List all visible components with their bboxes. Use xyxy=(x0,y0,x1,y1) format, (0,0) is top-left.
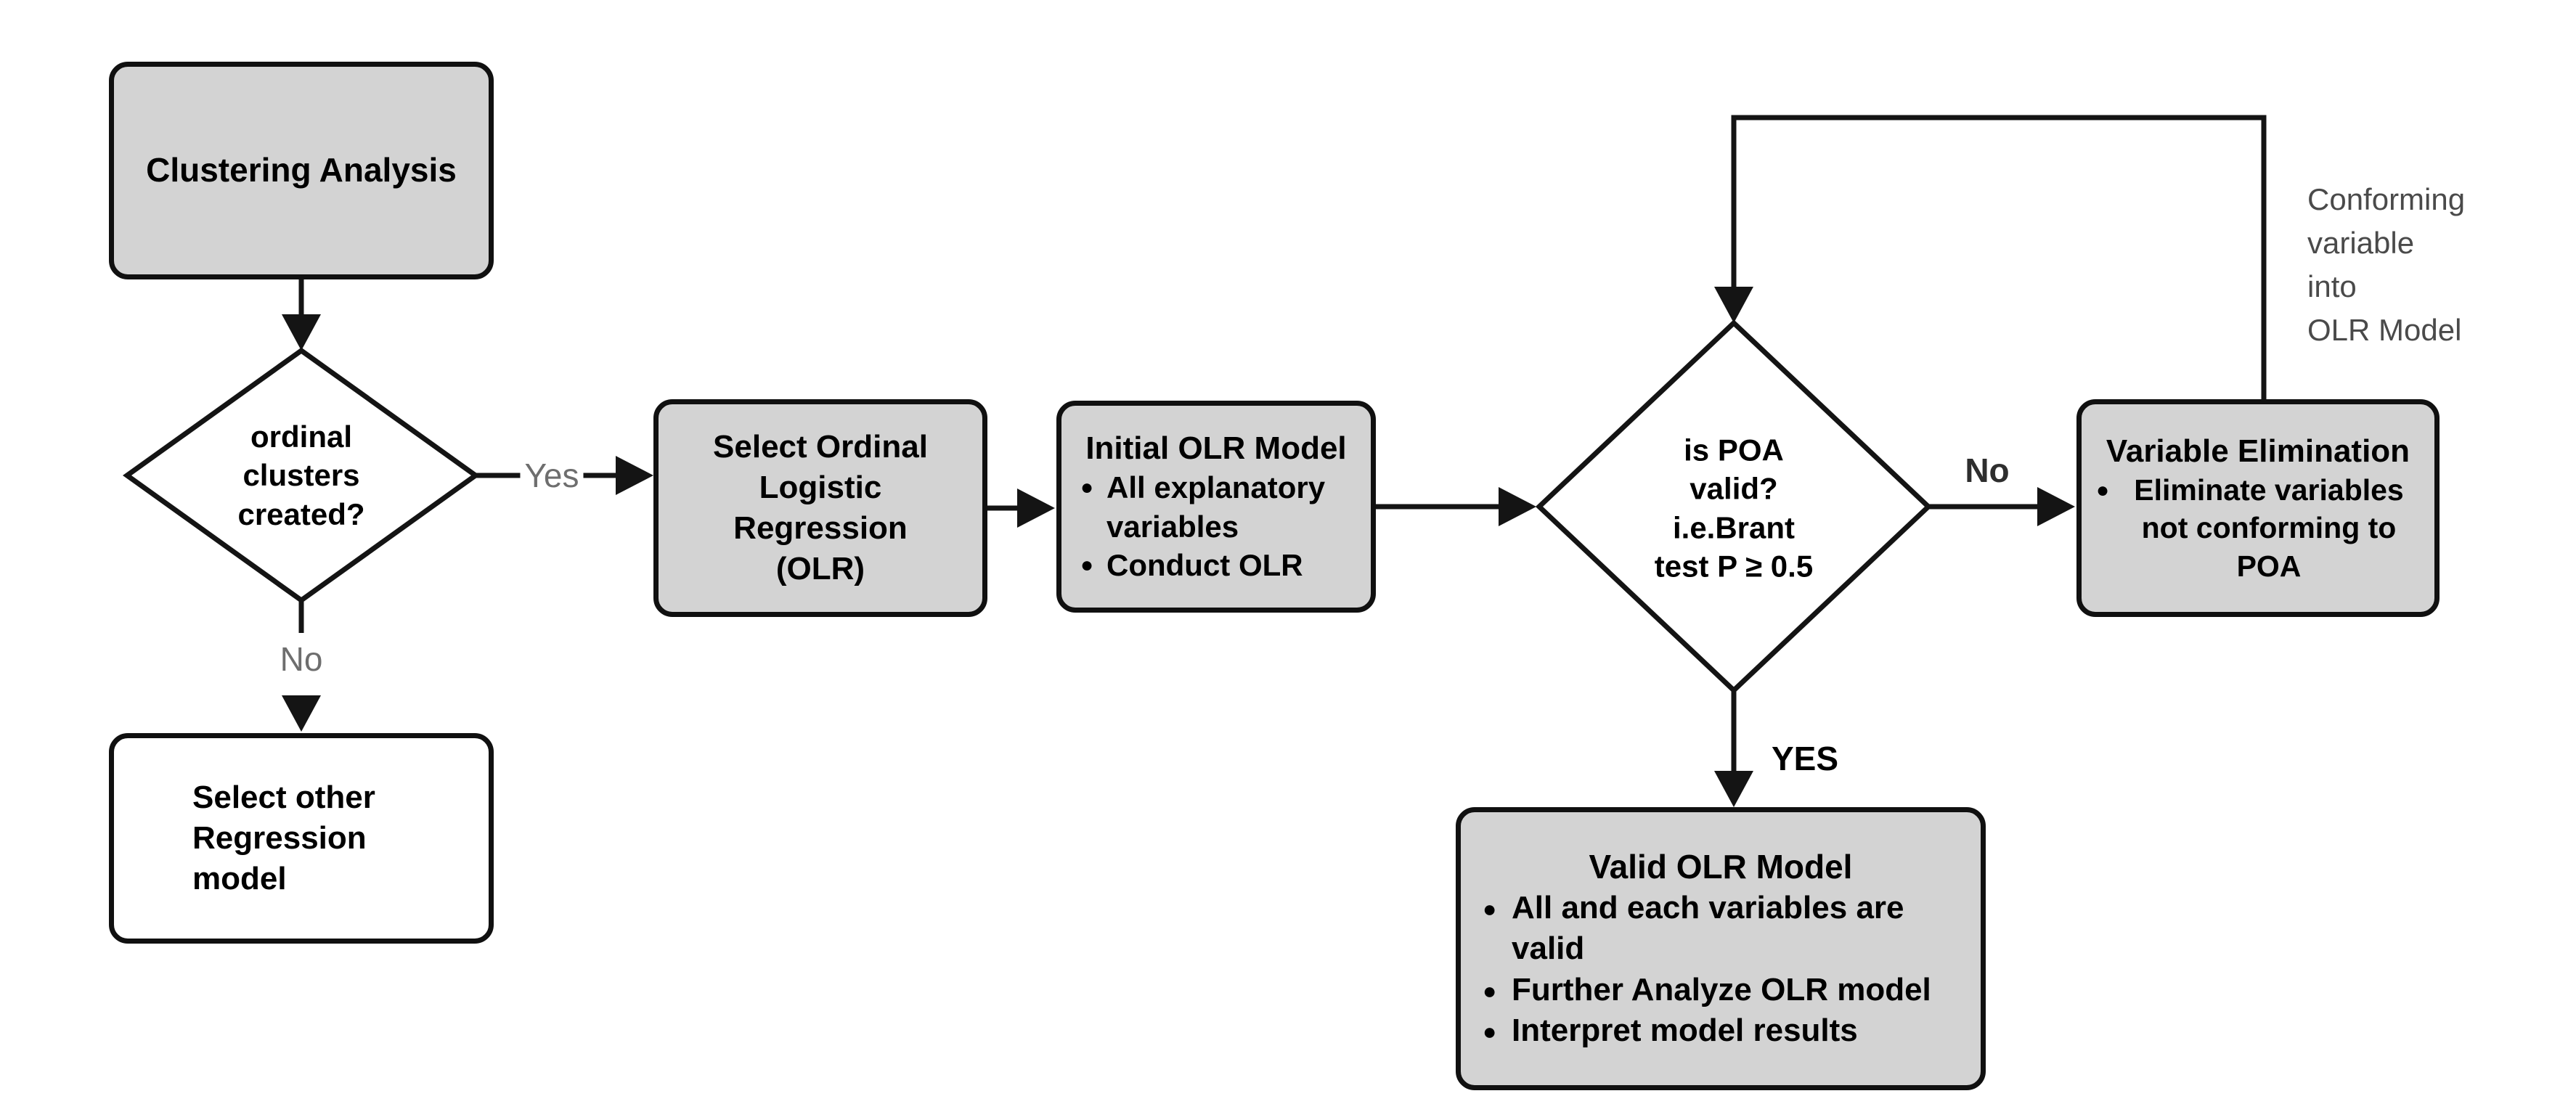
feedback-loop-line xyxy=(1731,115,2267,399)
node-variable-elimination: Variable Elimination ● Eliminate variabl… xyxy=(2076,399,2440,617)
node-poa-decision-label: is POA valid? i.e.Brant test P ≥ 0.5 xyxy=(1655,430,1813,585)
decision-line: valid? xyxy=(1690,471,1778,506)
bullet-icon: ● xyxy=(1483,1018,1497,1045)
edge-label-poa-no: No xyxy=(1965,451,2010,489)
arrowhead-ordinal-no xyxy=(282,695,321,732)
bullet-label: Further Analyze OLR model xyxy=(1512,971,1931,1007)
node-line: model xyxy=(192,861,287,897)
edge-label-ordinal-no: No xyxy=(280,640,323,678)
arrowhead-clustering-to-ordinal xyxy=(282,314,321,351)
edge-label-poa-yes: YES xyxy=(1772,740,1839,777)
node-line: Regression xyxy=(733,510,908,546)
arrowhead-initial-to-poa xyxy=(1499,487,1536,526)
bullet-item: ● All explanatory variables xyxy=(1061,468,1371,547)
node-select-other-regression: Select other Regression model xyxy=(109,733,494,944)
node-line: Regression xyxy=(192,819,367,856)
edge-label-ordinal-yes: Yes xyxy=(520,456,584,495)
bullet-item: ● All and each variables are valid xyxy=(1461,888,1981,970)
annotation-line: variable xyxy=(2307,226,2415,260)
bullet-item: ● Further Analyze OLR model xyxy=(1461,970,1981,1010)
arrowhead-ordinal-yes xyxy=(616,456,653,495)
arrowhead-feedback xyxy=(1714,287,1753,323)
bullet-icon: ● xyxy=(1483,977,1497,1004)
bullet-icon: ● xyxy=(1483,896,1497,923)
node-ordinal-decision-label: ordinal clusters created? xyxy=(237,417,364,533)
arrowhead-poa-no xyxy=(2037,487,2075,526)
poa-decision-diamond xyxy=(1535,319,1933,694)
decision-line: ordinal xyxy=(250,420,353,454)
annotation-line: into xyxy=(2307,269,2357,303)
arrowhead-poa-yes xyxy=(1714,771,1753,807)
node-valid-olr-model: Valid OLR Model ● All and each variables… xyxy=(1456,807,1986,1090)
node-title: Variable Elimination xyxy=(2106,433,2410,469)
bullet-icon: ● xyxy=(1080,553,1094,578)
bullet-label: Conduct OLR xyxy=(1106,548,1303,583)
decision-line: created? xyxy=(237,496,365,531)
bullet-label: All and each variables are valid xyxy=(1512,890,1904,967)
node-label: Clustering Analysis xyxy=(146,151,457,189)
bullet-item: ● Interpret model results xyxy=(1461,1010,1981,1051)
bullet-label: Interpret model results xyxy=(1512,1013,1858,1049)
ordinal-decision-diamond xyxy=(122,347,481,604)
feedback-annotation: Conforming variable into OLR Model xyxy=(2307,178,2465,352)
node-line: Logistic xyxy=(759,470,882,506)
node-clustering-analysis: Clustering Analysis xyxy=(109,62,494,279)
decision-line: clusters xyxy=(242,458,360,493)
node-title: Valid OLR Model xyxy=(1589,847,1853,886)
node-line: (OLR) xyxy=(775,550,865,586)
annotation-line: OLR Model xyxy=(2307,313,2462,347)
node-line: Select Ordinal xyxy=(713,429,928,465)
bullet-label: All explanatory variables xyxy=(1106,470,1326,544)
node-line: Select other xyxy=(192,779,375,815)
node-select-olr: Select Ordinal Logistic Regression (OLR) xyxy=(653,399,987,617)
node-initial-olr-model: Initial OLR Model ● All explanatory vari… xyxy=(1056,401,1376,613)
bullet-item: ● Eliminate variables not conforming to … xyxy=(2082,471,2434,585)
decision-line: i.e.Brant xyxy=(1672,510,1796,544)
annotation-line: Conforming xyxy=(2307,182,2466,216)
bullet-item: ● Conduct OLR xyxy=(1061,546,1371,585)
node-title: Initial OLR Model xyxy=(1085,430,1347,466)
bullet-label: Eliminate variables not conforming to PO… xyxy=(2134,473,2404,583)
arrowhead-selectolr-to-initial xyxy=(1017,488,1055,528)
decision-line: test P ≥ 0.5 xyxy=(1654,549,1814,584)
bullet-icon: ● xyxy=(2096,478,2110,502)
decision-line: is POA xyxy=(1684,433,1784,467)
bullet-icon: ● xyxy=(1080,475,1094,499)
